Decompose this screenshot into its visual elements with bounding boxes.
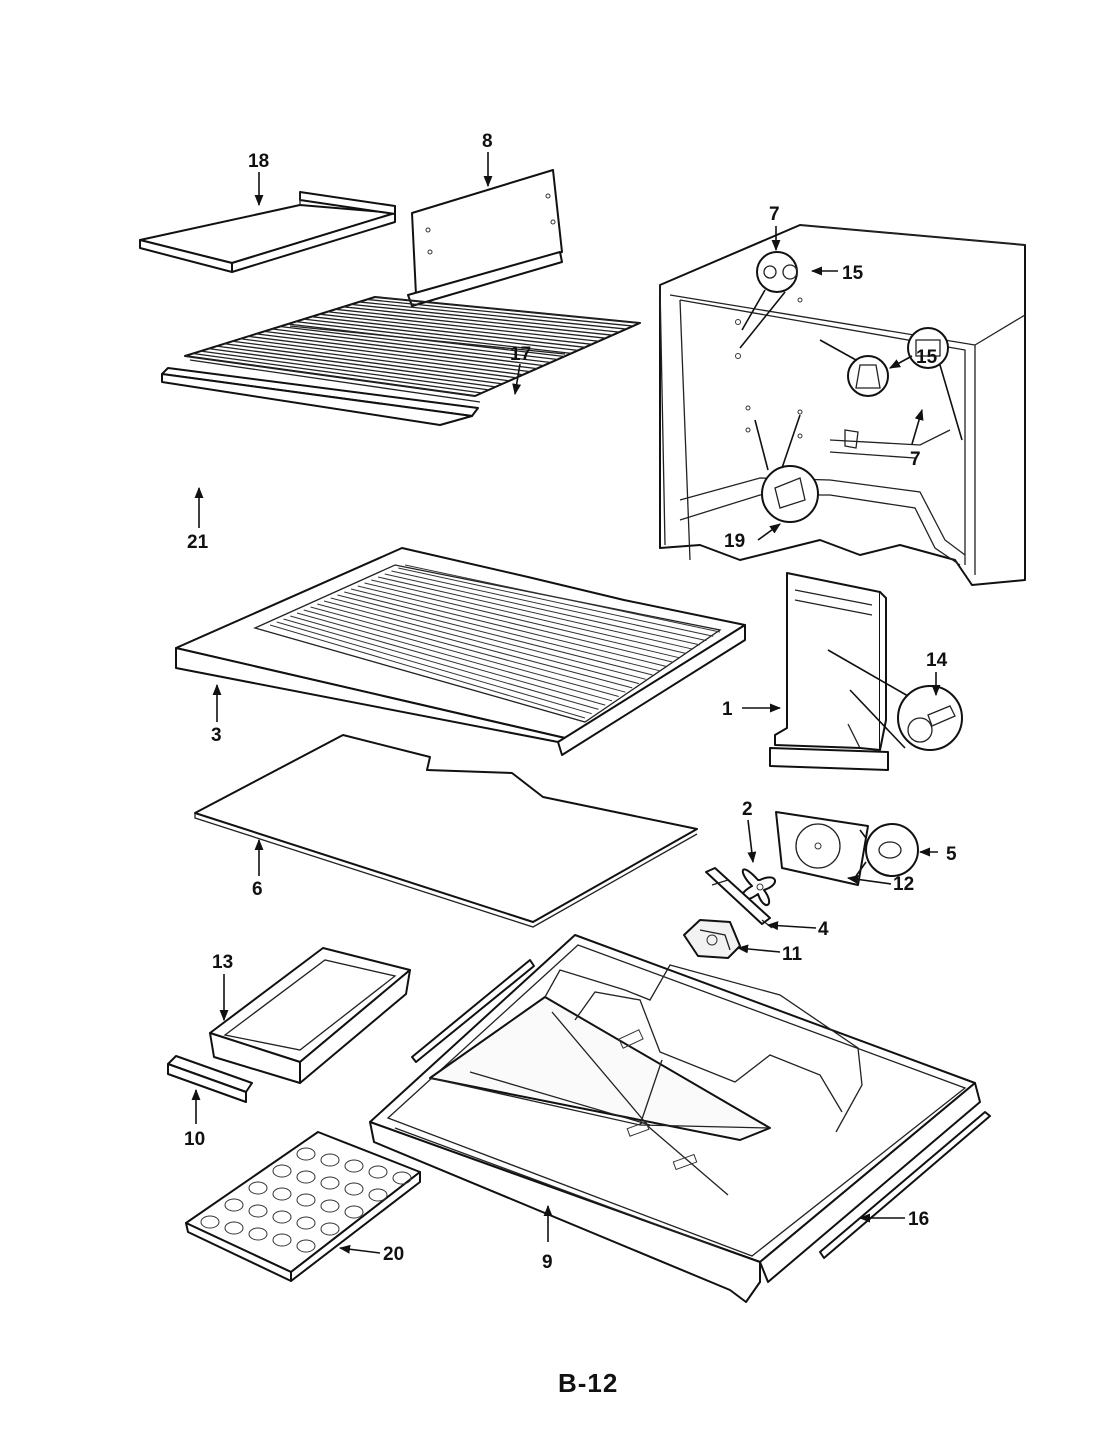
part-3-crisper-shelf: [175, 547, 746, 756]
part-11-fan-motor: [683, 919, 741, 959]
part-20-ice-tray: [185, 1131, 421, 1282]
part-12-fan-shroud: [775, 811, 869, 886]
callout-10: 10: [184, 1129, 205, 1150]
callout-11: 11: [782, 944, 803, 965]
callout-9: 9: [542, 1252, 553, 1273]
callout-7-right: 7: [910, 449, 921, 470]
callout-2: 2: [742, 799, 753, 820]
detail-7-top: [739, 251, 798, 349]
callout-18: 18: [248, 151, 269, 172]
callout-6: 6: [252, 879, 263, 900]
part-21-shelf-rail: [161, 367, 479, 426]
part-18-shelf: [139, 191, 396, 273]
part-1-evaporator-cover: [769, 572, 889, 771]
callout-1: 1: [722, 699, 733, 720]
callout-labels: 18 8 17 21 3 6 13 10 20 9 16 2 4 11 12 5…: [184, 131, 957, 1273]
part-2-fan-blade: [740, 868, 776, 906]
callout-19: 19: [724, 531, 745, 552]
callout-21: 21: [187, 532, 209, 553]
callout-14: 14: [926, 650, 948, 671]
part-8-divider: [407, 169, 563, 307]
page-label: B-12: [558, 1368, 618, 1398]
part-6-glass-panel: [194, 734, 698, 928]
callout-3: 3: [211, 725, 222, 746]
part-17-wire-shelf: [184, 296, 641, 403]
callout-17: 17: [510, 344, 531, 365]
callout-5: 5: [946, 844, 957, 865]
callout-13: 13: [212, 952, 233, 973]
callout-20: 20: [383, 1244, 404, 1265]
detail-15-clip: [819, 339, 889, 397]
part-13-pan: [209, 947, 411, 1084]
callout-4: 4: [818, 919, 829, 940]
callout-8: 8: [482, 131, 493, 152]
callout-7-top: 7: [769, 204, 780, 225]
detail-7-right: [907, 327, 963, 441]
callout-15-top: 15: [842, 263, 864, 284]
part-9-liner-base: [369, 934, 981, 1303]
part-14-screw-detail: [827, 649, 963, 751]
callout-15-mid: 15: [916, 347, 938, 368]
callout-12: 12: [893, 874, 914, 895]
part-5-grommet-detail: [855, 823, 919, 877]
leader-lines: [191, 152, 941, 1254]
part-10-bracket: [167, 1055, 253, 1103]
callout-16: 16: [908, 1209, 929, 1230]
detail-19-bracket: [754, 414, 819, 523]
